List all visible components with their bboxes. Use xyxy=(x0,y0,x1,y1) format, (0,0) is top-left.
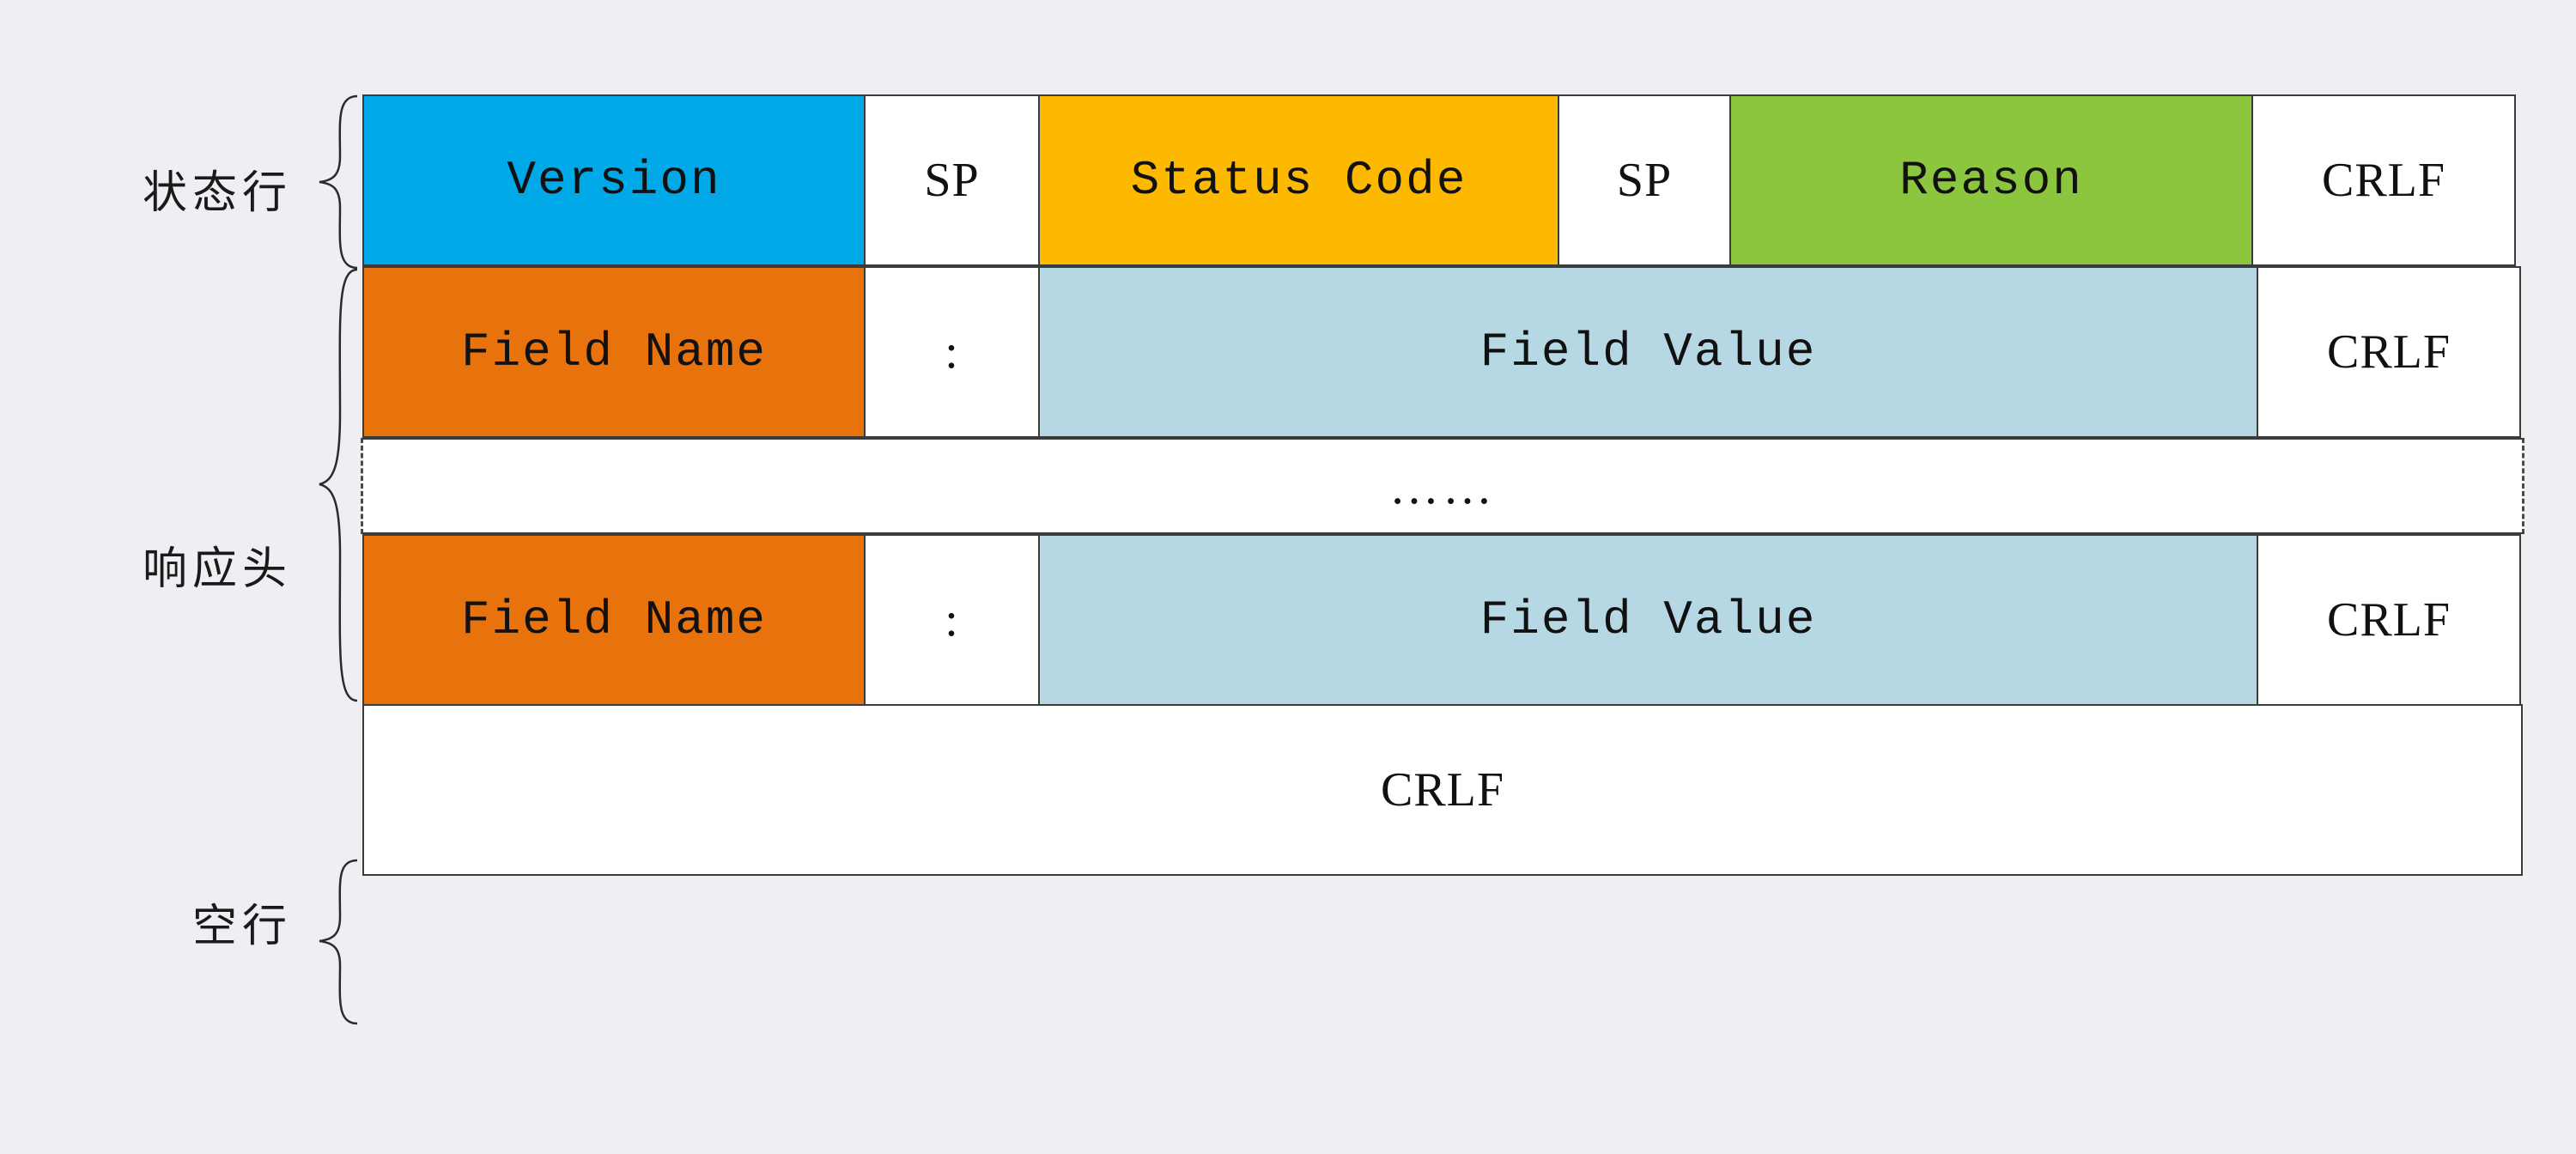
brace-status-line xyxy=(319,94,358,270)
cell-field-name-top: Field Name xyxy=(362,266,866,438)
brace-response-headers xyxy=(319,268,358,702)
header-field-row-bottom: Field Name : Field Value CRLF xyxy=(362,534,2521,706)
cell-sp-2: SP xyxy=(1558,94,1731,266)
cell-reason: Reason xyxy=(1729,94,2253,266)
group-label-empty-line-text: 空行 xyxy=(191,902,292,951)
cell-field-name-bottom: Field Name xyxy=(362,534,866,706)
header-ellipsis-row: …… xyxy=(361,438,2524,534)
cell-crlf-status-line: CRLF xyxy=(2251,94,2516,266)
cell-colon-bottom: : xyxy=(864,534,1040,706)
ellipsis-text: …… xyxy=(1389,458,1496,514)
cell-field-value-bottom: Field Value xyxy=(1038,534,2258,706)
header-field-row-top: Field Name : Field Value CRLF xyxy=(362,266,2521,438)
cell-status-code: Status Code xyxy=(1038,94,1559,266)
status-line-row: Version SP Status Code SP Reason CRLF xyxy=(362,94,2516,266)
brace-empty-line xyxy=(319,859,358,1025)
group-label-response-headers: 响应头 xyxy=(52,532,292,597)
group-label-empty-line: 空行 xyxy=(52,890,292,954)
blank-line-crlf-text: CRLF xyxy=(1380,763,1505,817)
group-label-response-headers-text: 响应头 xyxy=(142,545,292,594)
cell-version: Version xyxy=(362,94,866,266)
cell-field-value-top: Field Value xyxy=(1038,266,2258,438)
cell-crlf-header-bottom: CRLF xyxy=(2257,534,2521,706)
blank-line-row: CRLF xyxy=(362,704,2523,876)
cell-crlf-header-top: CRLF xyxy=(2257,266,2521,438)
cell-sp-1: SP xyxy=(864,94,1040,266)
group-label-status-line: 状态行 xyxy=(52,156,292,221)
group-label-status-line-text: 状态行 xyxy=(142,169,292,218)
cell-colon-top: : xyxy=(864,266,1040,438)
